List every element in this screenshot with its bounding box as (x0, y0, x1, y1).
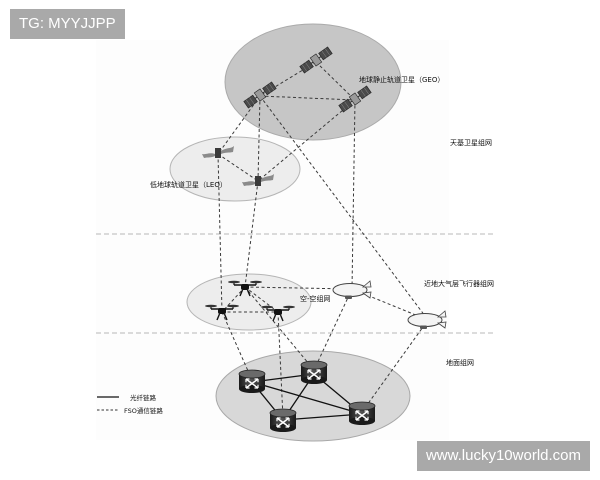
fso-link (221, 311, 253, 381)
router-icon (348, 401, 376, 426)
fso-link (257, 99, 356, 182)
fso-link (351, 99, 356, 290)
watermark-overlay: www.lucky10world.com (416, 441, 590, 471)
fso-link (244, 180, 259, 288)
router-icon (238, 369, 266, 394)
near-space-layer-label: 近地大气层飞行器组网 (424, 279, 494, 288)
geo-orbit-ellipse (224, 23, 402, 141)
fso-link (259, 95, 429, 321)
fso-link (244, 286, 315, 371)
fso-link (313, 288, 353, 371)
channel-tag-overlay: TG: MYYJJPP (10, 9, 125, 39)
fso-link (221, 286, 246, 313)
fso-link (259, 95, 356, 101)
fiber-link (282, 413, 363, 421)
fso-link (244, 286, 279, 313)
fso-link (315, 61, 356, 101)
uav-network-ellipse (186, 273, 312, 331)
leo-label: 低地球轨道卫星（LEO） (150, 180, 227, 189)
ground-layer-label: 地面组网 (446, 358, 474, 367)
fso-link (217, 153, 259, 182)
fso-link (361, 319, 429, 413)
fso-link (217, 153, 223, 313)
router-icon (269, 408, 297, 433)
geo-label: 地球静止轨道卫星（GEO） (359, 75, 444, 84)
uav-network-label: 空-空组网 (300, 294, 331, 303)
legend-fiber-label: 光纤链路 (130, 393, 157, 402)
leo-orbit-ellipse (169, 136, 301, 202)
fiber-link (251, 381, 363, 415)
fso-link (277, 311, 284, 419)
router-icon (300, 360, 328, 385)
legend-fso-label: FSO通信链路 (124, 406, 163, 415)
fso-link (217, 95, 261, 155)
fso-links (217, 61, 429, 419)
space-layer-label: 天基卫星组网 (450, 138, 492, 147)
legend: 光纤链路 FSO通信链路 (97, 393, 163, 415)
